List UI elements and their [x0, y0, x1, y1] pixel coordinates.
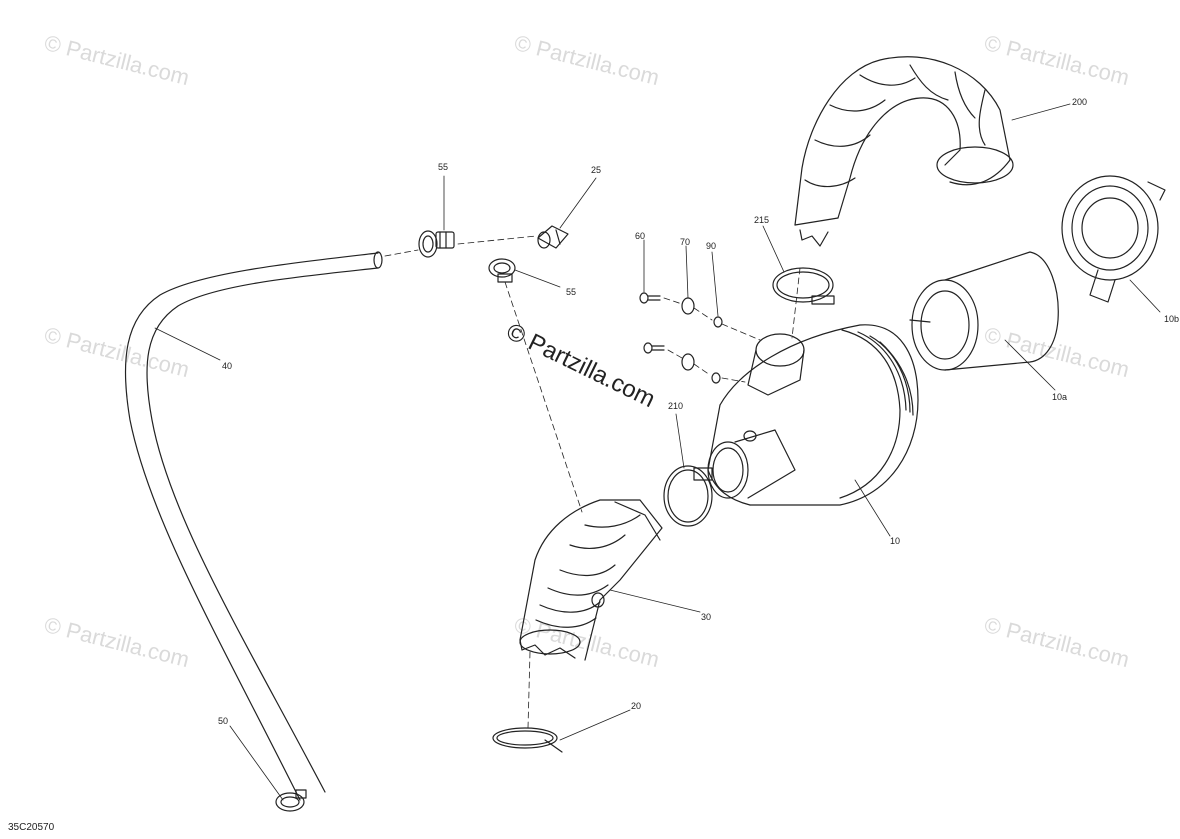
- bolt-60-lower: [644, 343, 664, 353]
- callout-200: 200: [1072, 97, 1088, 107]
- callout-20: 20: [631, 701, 642, 711]
- callout-215: 215: [754, 215, 770, 225]
- callout-25: 25: [591, 165, 602, 175]
- intake-duct-30: [520, 500, 662, 660]
- hose-clamp-50: [276, 790, 306, 811]
- breather-hose-40: [125, 252, 382, 800]
- callout-30: 30: [701, 612, 712, 622]
- callout-40: 40: [222, 361, 233, 371]
- washer-70-lower: [682, 354, 694, 370]
- air-box-10: [708, 325, 918, 505]
- hose-clamp-55-upper: [419, 231, 454, 257]
- callout-70: 70: [680, 237, 691, 247]
- clamp-210: [664, 466, 712, 526]
- assembly-lines: [385, 236, 800, 728]
- callout-50: 50: [218, 716, 229, 726]
- clamp-20: [493, 728, 562, 752]
- nut-90-upper: [714, 317, 722, 327]
- nut-90-lower: [712, 373, 720, 383]
- washer-70-upper: [682, 298, 694, 314]
- callout-90: 90: [706, 241, 717, 251]
- callout-60: 60: [635, 231, 646, 241]
- air-box-cover-10b: [1062, 176, 1165, 302]
- air-filter-10a: [910, 252, 1058, 370]
- callout-210: 210: [668, 401, 684, 411]
- hose-clamp-55-lower: [489, 259, 515, 282]
- callout-10a: 10a: [1052, 392, 1068, 402]
- bolt-60-upper: [640, 293, 660, 303]
- callout-10: 10: [890, 536, 901, 546]
- callout-55: 55: [566, 287, 577, 297]
- fitting-25: [538, 226, 568, 248]
- diagram-code: 35C20570: [8, 822, 55, 833]
- leader-lines: [155, 104, 1160, 800]
- intake-duct-200: [795, 57, 1013, 246]
- callout-10b: 10b: [1164, 314, 1180, 324]
- callout-55: 55: [438, 162, 449, 172]
- clamp-215: [773, 268, 834, 304]
